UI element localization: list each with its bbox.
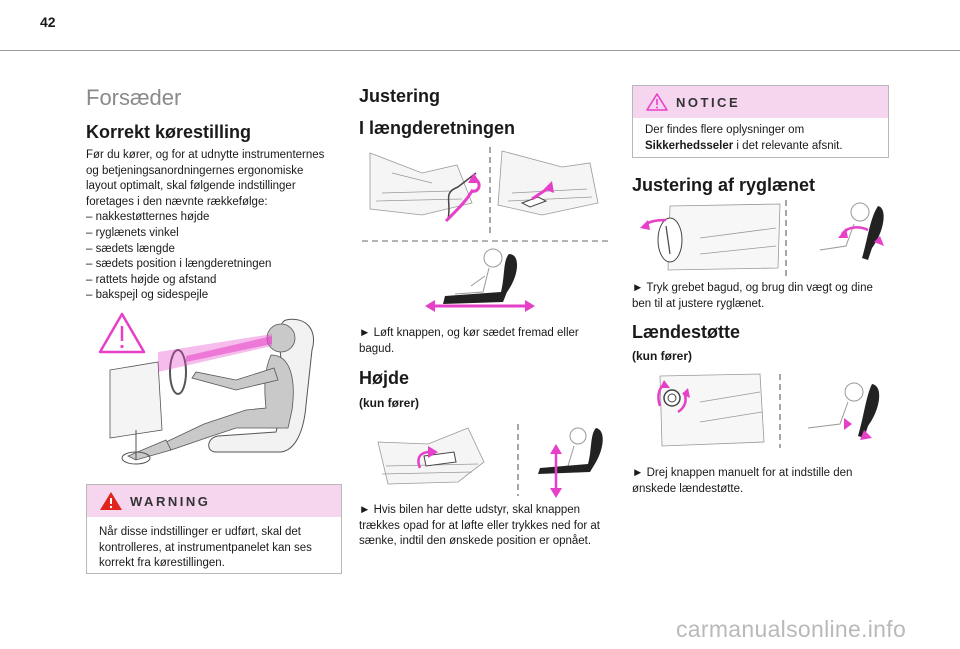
seat-slide-illustration xyxy=(362,147,610,242)
list-item: – sædets position i længderetningen xyxy=(86,258,272,271)
text-line: ► Drej knappen manuelt for at indstille … xyxy=(632,467,853,479)
watermark: carmanualsonline.info xyxy=(676,616,907,642)
bold-reference: Sikkerhedsseler xyxy=(645,139,734,152)
warning-icon xyxy=(98,312,146,354)
list-item: – nakkestøtternes højde xyxy=(86,211,210,224)
seat-height-illustration xyxy=(377,424,603,498)
header-rule xyxy=(0,50,960,51)
backrest-instruction: ► Tryk grebet bagud, og brug din vægt og… xyxy=(632,281,894,312)
page-number: 42 xyxy=(40,14,56,30)
notice-label: NOTICE xyxy=(676,95,741,110)
text-line: ben til at justere ryglænet. xyxy=(632,297,765,310)
list-item: – rattets højde og afstand xyxy=(86,273,217,286)
list-item: – sædets længde xyxy=(86,242,175,255)
warning-text: Når disse indstillinger er udført, skal … xyxy=(87,517,341,572)
notice-box: NOTICE Der findes flere oplysninger om S… xyxy=(632,85,889,158)
warning-box: WARNING Når disse indstillinger er udfør… xyxy=(86,484,342,574)
text-line: ► Hvis bilen har dette udstyr, skal knap… xyxy=(359,504,581,516)
subsection-title: Korrekt kørestilling xyxy=(86,122,252,142)
text-line: ► Tryk grebet bagud, og brug din vægt og… xyxy=(632,282,873,294)
text-fragment: i det relevante afsnit. xyxy=(733,139,843,152)
section-title: Forsæder xyxy=(86,85,182,110)
text-line: Der findes flere oplysninger om xyxy=(645,124,805,136)
height-instruction: ► Hvis bilen har dette udstyr, skal knap… xyxy=(359,503,621,550)
text-line: og betjeningsanordningernes ergonomiske xyxy=(86,164,304,177)
text-line: layout optimalt, skal følgende indstilli… xyxy=(86,180,296,193)
subsection-title: Højde xyxy=(359,368,410,388)
driving-position-illustration xyxy=(98,312,314,465)
text-line: ønskede lændestøtte. xyxy=(632,482,744,495)
text-line: Sikkerhedsseler i det relevante afsnit. xyxy=(645,139,876,155)
seat-slide-diagram xyxy=(425,248,535,312)
note: (kun fører) xyxy=(359,396,419,410)
subsection-title: Lændestøtte xyxy=(632,322,740,342)
text-line: kontrolleres, at instrumentpanelet kan s… xyxy=(99,541,312,554)
subsection-title: I længderetningen xyxy=(359,118,516,138)
text-line: sænke, indtil den ønskede position er op… xyxy=(359,535,592,548)
warning-box-header: WARNING xyxy=(87,485,341,517)
note: (kun fører) xyxy=(632,349,692,363)
warning-label: WARNING xyxy=(130,494,211,509)
text-line: foretages i den nævnte rækkefølge: xyxy=(86,195,268,208)
subsection-title: Justering af ryglænet xyxy=(632,175,816,195)
text-line: bagud. xyxy=(359,342,395,355)
notice-text: Der findes flere oplysninger om Sikkerhe… xyxy=(633,118,888,154)
text-line: korrekt fra kørestillingen. xyxy=(99,557,225,570)
warning-triangle-icon xyxy=(100,492,122,510)
backrest-illustration xyxy=(640,200,884,276)
list-item: – ryglænets vinkel xyxy=(86,226,179,239)
notice-box-header: NOTICE xyxy=(633,86,888,118)
lumbar-instruction: ► Drej knappen manuelt for at indstille … xyxy=(632,466,894,497)
intro-paragraph: Før du kører, og for at udnytte instrume… xyxy=(86,148,346,304)
section-title: Justering xyxy=(359,86,441,106)
text-line: trækkes opad for at løfte eller trykkes … xyxy=(359,519,600,532)
lumbar-illustration xyxy=(657,373,880,448)
list-item: – bakspejl og sidespejle xyxy=(86,289,209,302)
notice-triangle-icon xyxy=(646,93,668,111)
text-line: Før du kører, og for at udnytte instrume… xyxy=(86,149,325,161)
slide-instruction: ► Løft knappen, og kør sædet fremad elle… xyxy=(359,326,614,357)
text-line: ► Løft knappen, og kør sædet fremad elle… xyxy=(359,327,579,339)
text-line: Når disse indstillinger er udført, skal … xyxy=(99,526,301,538)
